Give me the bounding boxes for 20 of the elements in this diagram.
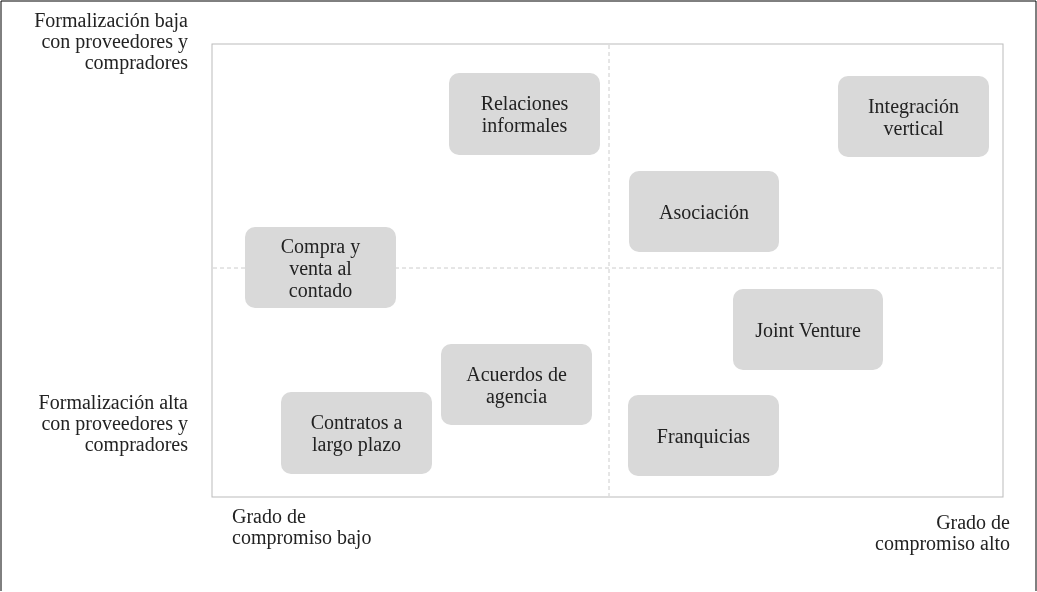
category-box [838, 76, 989, 157]
category-box [629, 171, 779, 252]
category-label: Asociación [658, 200, 750, 223]
category-box [628, 395, 779, 476]
category-label: Franquicias [655, 424, 752, 447]
category-box [441, 344, 592, 425]
category-box [449, 73, 600, 155]
category-box [245, 227, 396, 308]
category-label: Integración vertical [866, 94, 961, 139]
axis-label: Grado de compromiso bajo [232, 506, 373, 548]
axis-label: Formalización baja con proveedores y compradores [33, 10, 188, 73]
axis-label: Formalización alta con proveedores y compradores [37, 392, 188, 455]
category-box [281, 392, 432, 474]
category-label: Contratos a largo plazo [309, 411, 404, 455]
category-label: Relaciones informales [479, 92, 570, 136]
category-label: Compra y venta al contado [279, 234, 362, 301]
axis-label: Grado de compromiso alto [874, 512, 1010, 554]
category-label: Acuerdos de agencia [465, 362, 568, 407]
category-box [733, 289, 883, 370]
category-label: Joint Venture [754, 318, 862, 341]
